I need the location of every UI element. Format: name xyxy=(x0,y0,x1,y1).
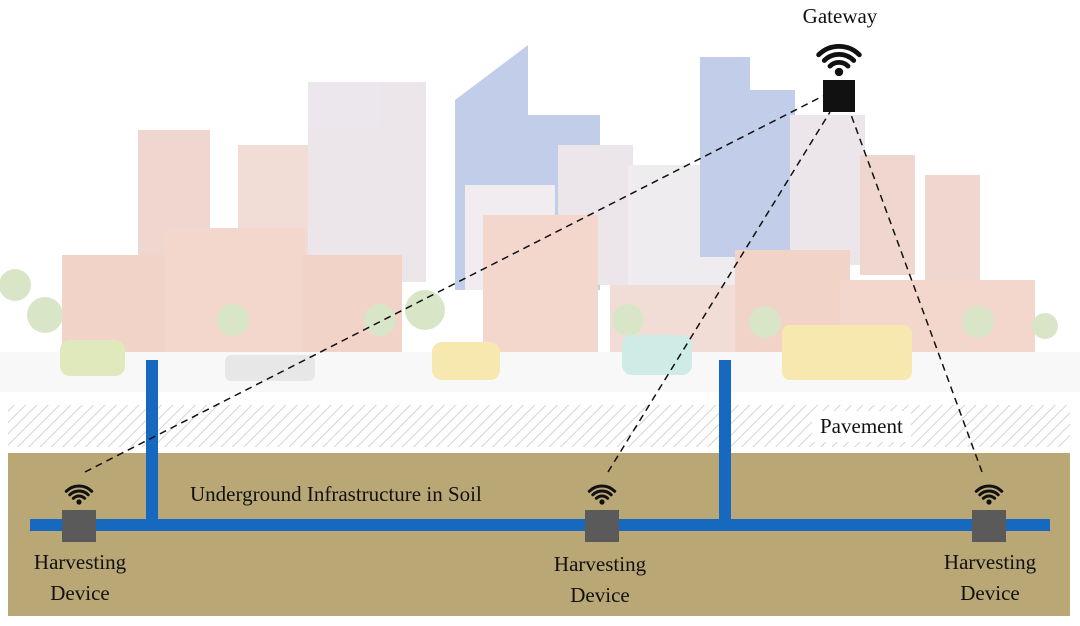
gateway-device xyxy=(823,80,855,112)
harvesting-device xyxy=(62,510,96,542)
device-label-line1: Harvesting xyxy=(943,550,1037,574)
pavement-label: Pavement xyxy=(812,411,911,442)
wifi-icon xyxy=(64,484,94,505)
device-label-line2: Device xyxy=(960,581,1020,605)
harvesting-device xyxy=(585,510,619,542)
wifi-icon xyxy=(974,484,1004,505)
wifi-icon xyxy=(816,44,862,77)
pipe-network xyxy=(30,360,1050,531)
soil-label: Underground Infrastructure in Soil xyxy=(190,482,482,506)
wifi-icon xyxy=(587,484,617,505)
gateway-label: Gateway xyxy=(802,4,878,28)
wireless-links xyxy=(84,95,983,473)
device-label-line2: Device xyxy=(50,581,110,605)
device-label-line1: Harvesting xyxy=(553,552,647,576)
city-skyline-background xyxy=(0,45,1080,392)
harvesting-device xyxy=(972,510,1006,542)
soil-area xyxy=(8,453,1070,616)
device-label-line2: Device xyxy=(570,583,630,607)
device-label-line1: Harvesting xyxy=(33,550,127,574)
